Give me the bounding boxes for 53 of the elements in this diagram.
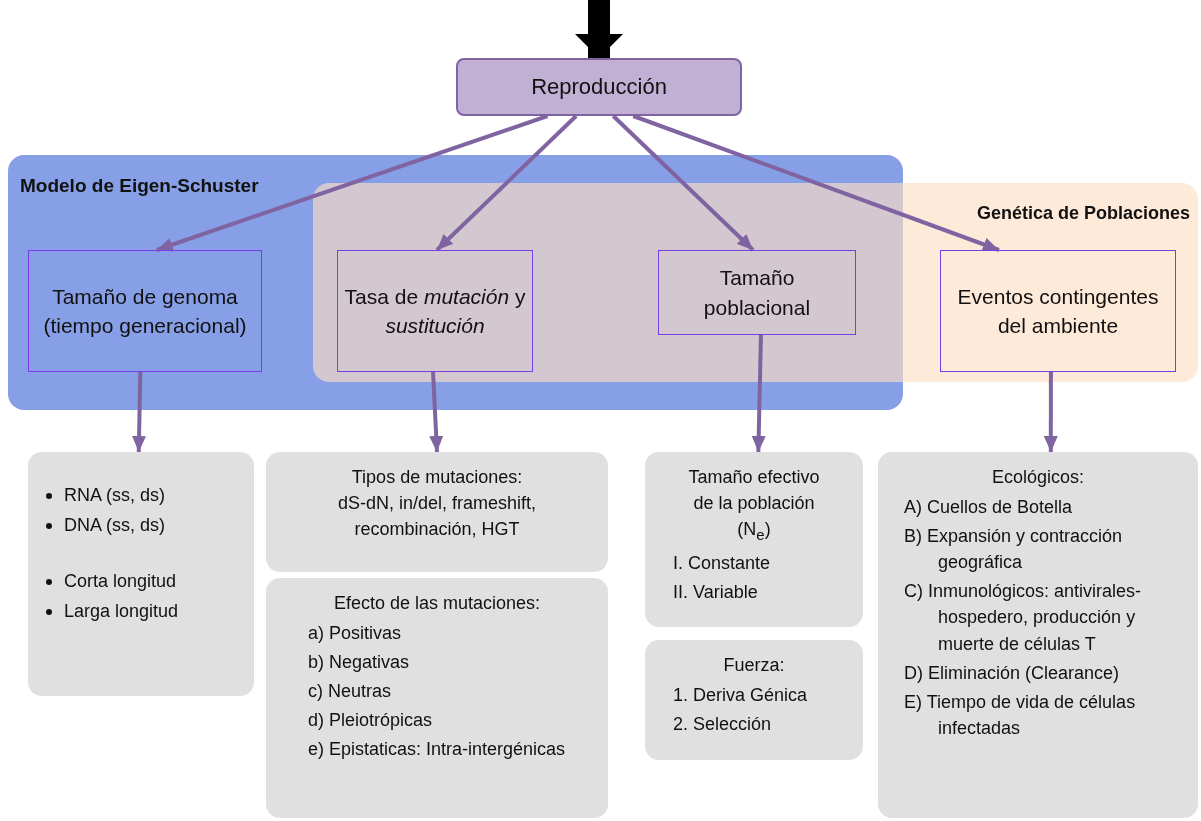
concept-box — [940, 250, 1176, 372]
info-card — [266, 452, 608, 572]
info-card — [878, 452, 1198, 818]
box-label: Eventos contingentes del ambiente — [956, 283, 1160, 339]
arrow — [611, 114, 755, 252]
list-item: b) Negativas — [307, 651, 411, 675]
group-band — [313, 183, 1198, 382]
concept-box — [28, 250, 262, 372]
list-item: A) Cuellos de Botella — [903, 496, 1074, 520]
arrow — [751, 334, 766, 453]
arrow — [632, 114, 1000, 252]
list-item: d) Pleiotrópicas — [307, 709, 434, 733]
card-heading: Efecto de las mutaciones: — [332, 592, 542, 615]
info-card — [28, 452, 254, 696]
info-card — [645, 640, 863, 760]
info-card — [645, 452, 863, 627]
concept-box — [658, 250, 856, 335]
list-item: 2. Selección — [672, 713, 773, 737]
list-item: C) Inmunológicos: antivirales-hospedero, producción y muerte de células T — [903, 580, 1143, 656]
list-item: a) Positivas — [307, 622, 403, 646]
arrow — [435, 114, 578, 252]
card-heading: Ecológicos: — [990, 466, 1086, 489]
box-label: Tasa de mutación y sustitución — [344, 283, 526, 339]
group-heading: Modelo de Eigen-Schuster — [20, 175, 259, 197]
list-item: D) Eliminación (Clearance) — [903, 661, 1121, 685]
list-item: 1. Deriva Génica — [672, 684, 809, 708]
arrow — [1043, 372, 1058, 452]
group-heading: Genética de Poblaciones — [976, 203, 1190, 224]
box-label: Reproducción — [531, 74, 667, 100]
list-item: B) Expansión y contracción geográfica — [903, 525, 1124, 575]
list-item: DNA (ss, ds) — [42, 512, 240, 539]
arrow — [132, 371, 147, 453]
card-heading: Fuerza: — [722, 654, 786, 677]
arrow — [575, 0, 623, 58]
box-label: Tamaño poblacional — [702, 265, 812, 321]
arrow — [429, 371, 444, 453]
arrow — [156, 114, 549, 252]
group-band — [8, 155, 903, 410]
list-item: II. Variable — [672, 580, 759, 604]
list-item: Larga longitud — [42, 598, 240, 625]
list-item: e) Epistaticas: Intra-intergénicas — [307, 738, 567, 762]
list-item: Corta longitud — [42, 568, 240, 595]
list-item: E) Tiempo de vida de células infectadas — [903, 690, 1137, 740]
card-heading: Tamaño efectivo de la población (N$_{e}$) — [687, 466, 821, 545]
card-heading: Tipos de mutaciones: — [350, 466, 524, 489]
list-item: RNA (ss, ds) — [42, 482, 240, 509]
concept-box — [337, 250, 533, 372]
info-card — [266, 578, 608, 818]
process-box — [456, 58, 742, 116]
card-text: dS-dN, in/del, frameshift, recombinación, HGT — [336, 492, 538, 542]
box-label: Tamaño de genoma (tiempo generacional) — [42, 283, 248, 339]
list-item: c) Neutras — [307, 680, 393, 704]
list-item: I. Constante — [672, 551, 772, 575]
